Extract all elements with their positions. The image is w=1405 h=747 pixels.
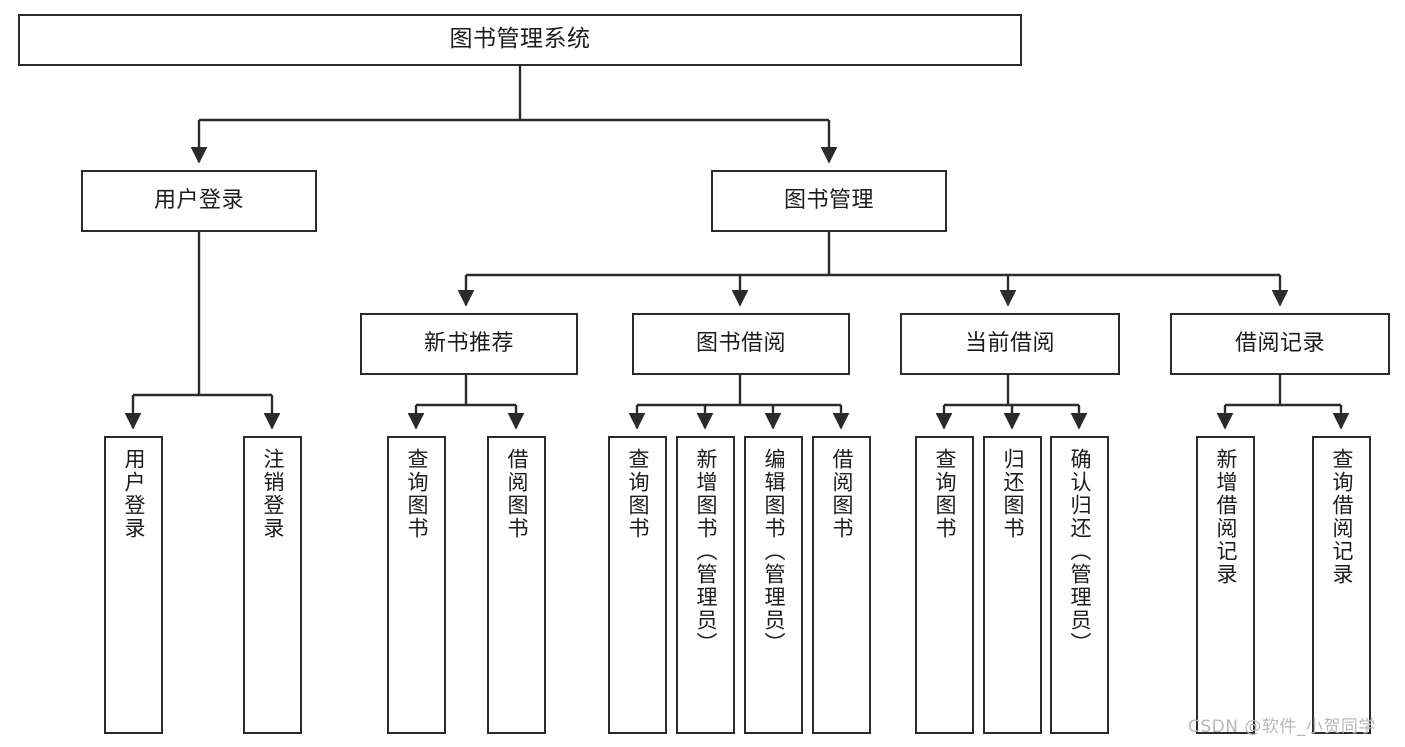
leaf-query-book-1-label: 查询图书 — [405, 448, 429, 540]
leaf-query-book-3-label: 查询图书 — [933, 448, 957, 540]
leaf-edit-book[interactable]: 编辑图书（管理员） — [744, 436, 803, 734]
leaf-query-book-2[interactable]: 查询图书 — [608, 436, 667, 734]
leaf-borrow-book-2-label: 借阅图书 — [830, 448, 854, 540]
node-book-manage[interactable]: 图书管理 — [711, 170, 947, 232]
leaf-add-book[interactable]: 新增图书（管理员） — [676, 436, 735, 734]
node-new-book-rec-label: 新书推荐 — [423, 331, 514, 357]
node-user-login[interactable]: 用户登录 — [81, 170, 317, 232]
leaf-query-book-1[interactable]: 查询图书 — [387, 436, 446, 734]
leaf-borrow-book-1[interactable]: 借阅图书 — [487, 436, 546, 734]
node-book-borrow[interactable]: 图书借阅 — [632, 313, 850, 375]
leaf-add-record[interactable]: 新增借阅记录 — [1196, 436, 1255, 734]
node-borrow-record-label: 借阅记录 — [1234, 331, 1325, 357]
leaf-logout-label: 注销登录 — [261, 448, 285, 540]
node-user-login-label: 用户登录 — [153, 188, 244, 214]
leaf-user-login-label: 用户登录 — [122, 448, 146, 540]
node-new-book-rec[interactable]: 新书推荐 — [360, 313, 578, 375]
leaf-borrow-book-1-label: 借阅图书 — [505, 448, 529, 540]
leaf-logout[interactable]: 注销登录 — [243, 436, 302, 734]
leaf-query-book-3[interactable]: 查询图书 — [915, 436, 974, 734]
node-root[interactable]: 图书管理系统 — [18, 14, 1022, 66]
leaf-return-book[interactable]: 归还图书 — [983, 436, 1042, 734]
leaf-return-book-label: 归还图书 — [1001, 448, 1025, 540]
leaf-add-book-label: 新增图书（管理员） — [694, 448, 718, 655]
leaf-confirm-return-label: 确认归还（管理员） — [1068, 448, 1092, 655]
leaf-user-login[interactable]: 用户登录 — [104, 436, 163, 734]
leaf-confirm-return[interactable]: 确认归还（管理员） — [1050, 436, 1109, 734]
node-root-label: 图书管理系统 — [449, 26, 591, 53]
node-borrow-record[interactable]: 借阅记录 — [1170, 313, 1390, 375]
leaf-query-record-label: 查询借阅记录 — [1330, 448, 1354, 586]
node-current-borrow[interactable]: 当前借阅 — [900, 313, 1120, 375]
leaf-add-record-label: 新增借阅记录 — [1214, 448, 1238, 586]
leaf-query-book-2-label: 查询图书 — [626, 448, 650, 540]
leaf-edit-book-label: 编辑图书（管理员） — [762, 448, 786, 655]
leaf-query-record[interactable]: 查询借阅记录 — [1312, 436, 1371, 734]
watermark: CSDN @软件_小贺同学 — [1188, 717, 1376, 737]
node-current-borrow-label: 当前借阅 — [964, 331, 1055, 357]
leaf-borrow-book-2[interactable]: 借阅图书 — [812, 436, 871, 734]
node-book-manage-label: 图书管理 — [783, 188, 874, 214]
node-book-borrow-label: 图书借阅 — [695, 331, 786, 357]
